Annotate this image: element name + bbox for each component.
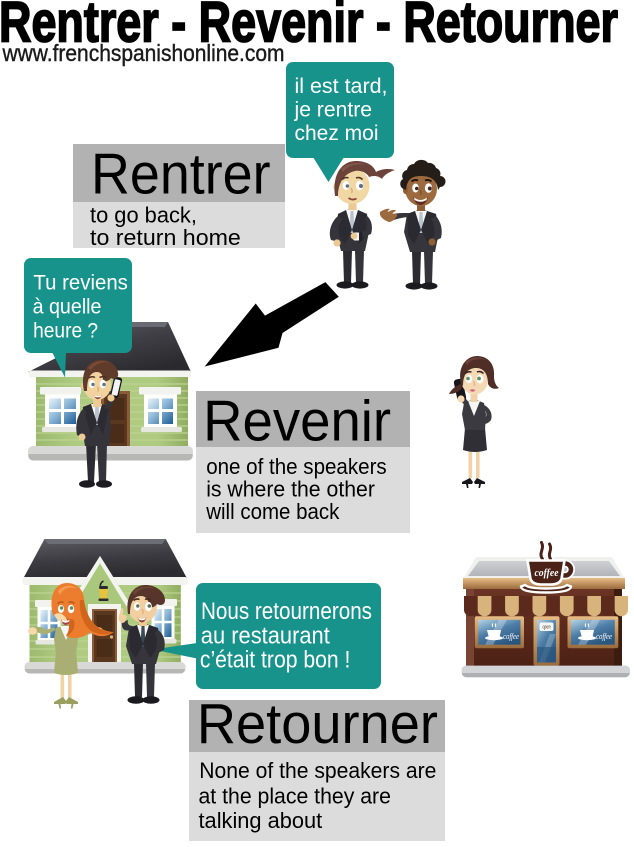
svg-text:je rentre: je rentre [293,99,372,122]
svg-text:open: open [543,625,551,631]
svg-text:Nous retournerons: Nous retournerons [201,598,372,625]
svg-text:Rentrer: Rentrer [91,143,271,207]
svg-text:Tu reviens: Tu reviens [33,272,128,295]
svg-text:au restaurant: au restaurant [201,622,330,649]
svg-text:il est tard,: il est tard, [295,75,388,98]
svg-text:one of the speakers: one of the speakers [206,454,387,479]
svg-text:à quelle: à quelle [33,295,102,318]
svg-text:will come back: will come back [205,499,340,524]
svg-text:to go back,: to go back, [90,202,197,227]
svg-text:chez moi: chez moi [295,122,379,145]
svg-text:heure ?: heure ? [33,320,98,343]
svg-text:coffee: coffee [535,567,559,579]
svg-text:None of the speakers are: None of the speakers are [199,758,436,783]
svg-text:Rentrer - Revenir - Retourner: Rentrer - Revenir - Retourner [0,0,618,54]
svg-text:www.frenchspanishonline.com: www.frenchspanishonline.com [2,40,285,66]
svg-text:to return home: to return home [90,225,241,250]
svg-text:at the place they are: at the place they are [199,783,391,808]
svg-text:Retourner: Retourner [197,692,438,755]
svg-text:coffee: coffee [503,632,519,641]
svg-text:Revenir: Revenir [203,389,391,453]
svg-text:talking about: talking about [199,808,323,833]
svg-text:is where the other: is where the other [206,477,375,502]
svg-text:c’était trop bon !: c’était trop bon ! [200,646,351,673]
svg-text:coffee: coffee [596,632,612,641]
